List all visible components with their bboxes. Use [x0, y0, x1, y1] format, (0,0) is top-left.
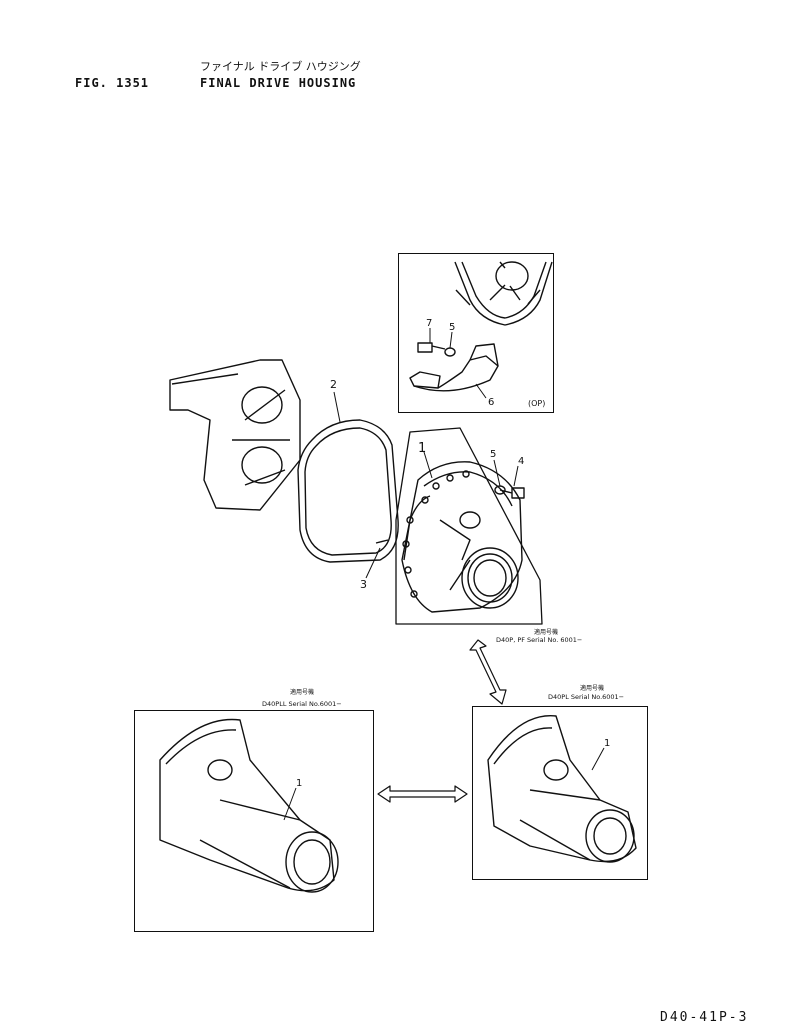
pl-serial: D40PL Serial No.6001−: [548, 693, 624, 701]
pl-label-jp: 適用号機: [580, 684, 604, 692]
callout-5: 5: [490, 449, 496, 460]
final-drive-housing-pll: [159, 718, 339, 893]
callout-2: 2: [330, 378, 337, 391]
callout-4: 4: [518, 456, 524, 467]
op-tag: (OP): [528, 399, 545, 408]
page-code: D40-41P-3: [660, 1010, 749, 1025]
main-serial: D40P, PF Serial No. 6001−: [496, 636, 582, 644]
final-drive-housing-pl: [487, 715, 637, 863]
figure-number: FIG. 1351: [75, 76, 150, 90]
gasket-2: [297, 419, 399, 563]
inset-frame-main: [395, 427, 543, 625]
callout-1-main: 1: [418, 441, 426, 456]
bolt-4: [499, 487, 525, 499]
callout-1-pl: 1: [604, 738, 610, 749]
inset-box-pl: [472, 706, 648, 880]
callout-6: 6: [488, 397, 494, 408]
callout-5-op: 5: [449, 322, 455, 333]
callout-1-pll: 1: [296, 778, 302, 789]
dowel-pin-3: [375, 539, 389, 544]
inset-box-op: [398, 253, 554, 413]
main-label-jp: 適用号機: [534, 628, 558, 636]
op-housing-sketch: [454, 261, 553, 326]
inset-box-pll: [134, 710, 374, 932]
pll-label-jp: 適用号機: [290, 688, 314, 696]
leader-lines: [283, 328, 605, 821]
op-washer-5: [444, 347, 456, 357]
page-title: FINAL DRIVE HOUSING: [200, 76, 357, 90]
final-drive-housing-main: [401, 461, 523, 613]
transmission-case: [169, 359, 301, 511]
callout-3: 3: [360, 578, 367, 591]
callout-7: 7: [426, 318, 432, 329]
title-japanese: ファイナル ドライブ ハウジング: [200, 60, 361, 73]
interchange-arrow-vertical: [469, 639, 507, 705]
interchange-arrow-horizontal: [377, 785, 468, 803]
op-bolt-7: [417, 342, 446, 353]
housing-bolt-holes: [402, 470, 470, 598]
pll-serial: D40PLL Serial No.6001−: [262, 700, 342, 708]
op-guard-6: [409, 343, 499, 392]
